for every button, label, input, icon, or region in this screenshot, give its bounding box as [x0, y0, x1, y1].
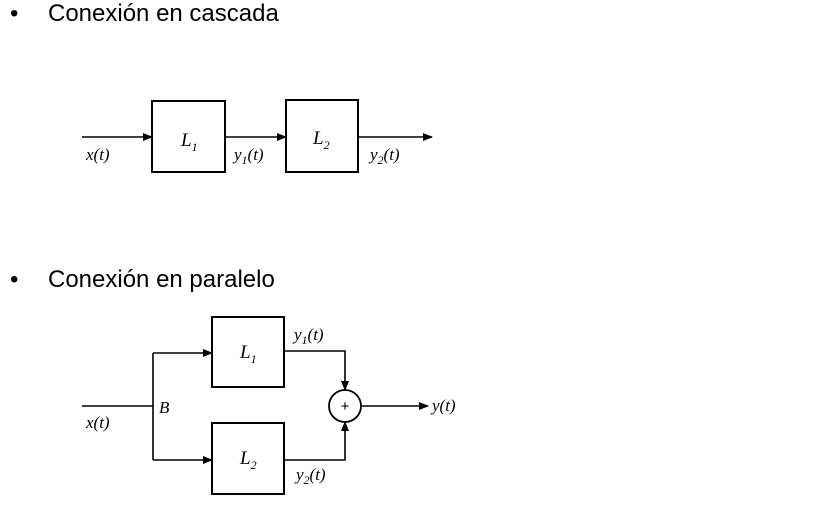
parallel-diagram: + x(t) B L1 L2 y1(t) y2(t) y(t)	[82, 316, 456, 495]
cascade-input-label: x(t)	[85, 145, 110, 164]
parallel-y1-path	[284, 350, 349, 391]
parallel-output-label: y(t)	[430, 396, 456, 415]
bullet-cascade: •	[10, 0, 19, 27]
parallel-block-l1	[211, 316, 285, 388]
cascade-diagram: x(t) L1 y1(t) L2 y2(t)	[82, 99, 433, 173]
parallel-input-label: x(t)	[85, 413, 110, 432]
cascade-output-label: y2(t)	[368, 145, 400, 167]
parallel-y2-path	[284, 421, 349, 461]
heading-parallel: • Conexión en paralelo	[10, 266, 275, 294]
parallel-block-l1-label: L1	[239, 342, 257, 366]
parallel-branch-label: B	[159, 398, 170, 417]
cascade-block-l1-label: L1	[180, 130, 198, 154]
parallel-sum-symbol: +	[341, 398, 350, 415]
title-cascade: Conexión en cascada	[48, 0, 279, 27]
cascade-mid-label: y1(t)	[232, 145, 264, 167]
cascade-block-l2	[285, 99, 359, 173]
heading-cascade: • Conexión en cascada	[10, 0, 279, 28]
bullet-parallel: •	[10, 266, 19, 293]
parallel-block-l2	[211, 422, 285, 495]
title-parallel: Conexión en paralelo	[48, 266, 275, 293]
parallel-y1-label: y1(t)	[292, 325, 324, 347]
cascade-block-l2-label: L2	[312, 128, 330, 152]
parallel-block-l2-label: L2	[239, 448, 257, 472]
parallel-y2-label: y2(t)	[294, 465, 326, 487]
